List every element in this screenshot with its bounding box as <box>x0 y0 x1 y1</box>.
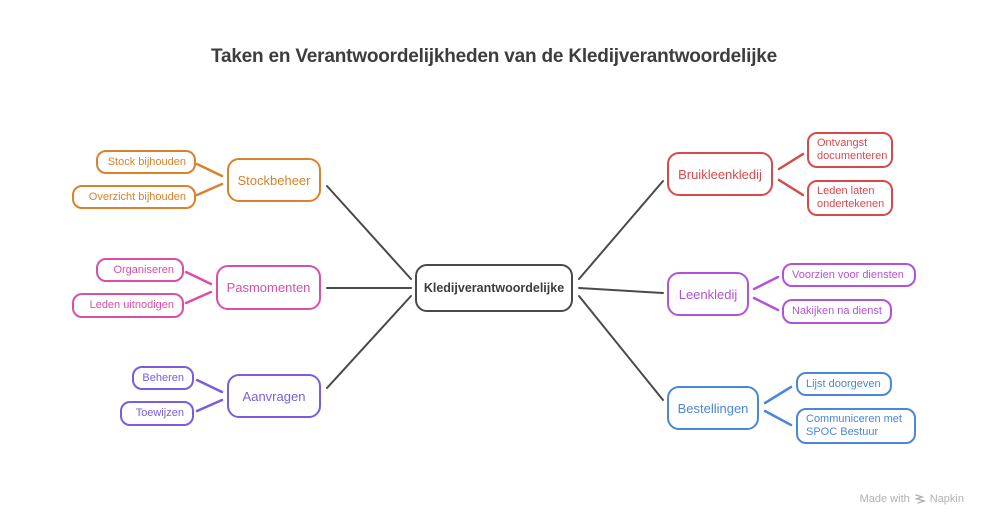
leaf-label: Toewijzen <box>135 407 184 419</box>
leaf-organiseren[interactable]: Organiseren <box>96 258 184 282</box>
branch-label: Stockbeheer <box>237 172 311 188</box>
leaf-label: Beheren <box>142 371 184 384</box>
leaf-label: Leden uitnodigen <box>89 299 174 311</box>
leaf-overzicht-bijhouden[interactable]: Overzicht bijhouden <box>72 185 196 209</box>
branch-aanvragen[interactable]: Aanvragen <box>227 374 321 418</box>
leaf-label: Lijst doorgeven <box>806 377 881 390</box>
leaf-communiceren-spoc[interactable]: Communiceren met SPOC Bestuur <box>796 408 916 444</box>
leaf-nakijken-na-dienst[interactable]: Nakijken na dienst <box>782 299 892 324</box>
leaf-label: Nakijken na dienst <box>792 305 882 317</box>
leaf-label: Overzicht bijhouden <box>88 190 186 203</box>
leaf-label: Ontvangst documenteren <box>817 137 888 162</box>
made-with-napkin[interactable]: Made with Napkin <box>860 493 964 505</box>
branch-bruikleenkledij[interactable]: Bruikleenkledij <box>667 152 773 196</box>
branch-label: Bruikleenkledij <box>678 166 762 182</box>
leaf-toewijzen[interactable]: Toewijzen <box>120 401 194 426</box>
footer-label: Made with <box>859 493 910 505</box>
leaf-label: Organiseren <box>113 263 174 276</box>
leaf-voorzien-voor-diensten[interactable]: Voorzien voor diensten <box>782 263 916 287</box>
leaf-leden-laten-ondertekenen[interactable]: Leden laten ondertekenen <box>807 180 893 216</box>
branch-label: Leenkledij <box>678 286 738 302</box>
leaf-beheren[interactable]: Beheren <box>132 366 194 390</box>
leaf-ontvangst-documenteren[interactable]: Ontvangst documenteren <box>807 132 893 168</box>
leaf-label: Stock bijhouden <box>107 155 186 168</box>
leaf-label: Voorzien voor diensten <box>792 268 904 281</box>
center-node-label: Kledijverantwoordelijke <box>423 280 565 295</box>
napkin-logo-icon <box>915 494 926 504</box>
footer-brand: Napkin <box>929 493 964 505</box>
leaf-stock-bijhouden[interactable]: Stock bijhouden <box>96 150 196 174</box>
leaf-lijst-doorgeven[interactable]: Lijst doorgeven <box>796 372 892 396</box>
diagram-title: Taken en Verantwoordelijkheden van de Kl… <box>210 46 778 67</box>
branch-pasmomenten[interactable]: Pasmomenten <box>216 265 321 310</box>
center-node[interactable]: Kledijverantwoordelijke <box>415 264 573 312</box>
branch-bestellingen[interactable]: Bestellingen <box>667 386 759 430</box>
leaf-leden-uitnodigen[interactable]: Leden uitnodigen <box>72 293 184 318</box>
branch-label: Pasmomenten <box>226 280 311 295</box>
leaf-label: Leden laten ondertekenen <box>817 185 885 210</box>
branch-leenkledij[interactable]: Leenkledij <box>667 272 749 316</box>
branch-stockbeheer[interactable]: Stockbeheer <box>227 158 321 202</box>
branch-label: Aanvragen <box>242 388 306 404</box>
branch-label: Bestellingen <box>677 400 749 416</box>
leaf-label: Communiceren met SPOC Bestuur <box>806 413 902 438</box>
